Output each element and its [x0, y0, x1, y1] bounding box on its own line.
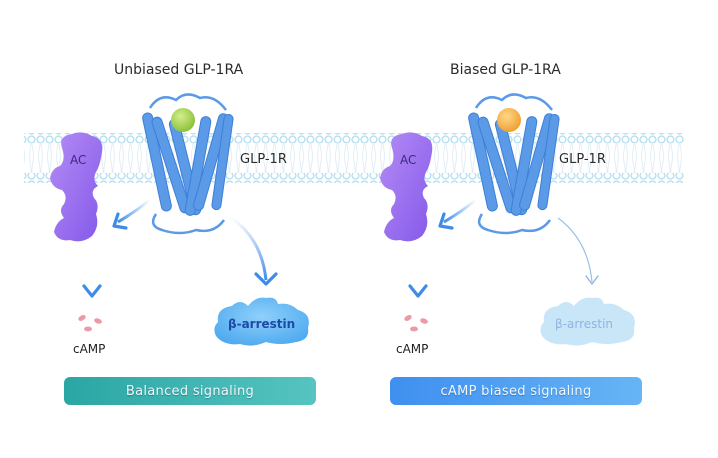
panel-title-biased: Biased GLP-1RA	[450, 62, 561, 78]
activation-arrow-ac	[443, 198, 477, 224]
arrowhead-arrestin	[585, 275, 599, 286]
unbiased-ligand	[171, 108, 195, 132]
camp-molecules	[404, 315, 428, 332]
panel-title-unbiased: Unbiased GLP-1RA	[114, 62, 244, 78]
ac-label: AC	[400, 153, 417, 167]
receptor-label: GLP-1R	[559, 152, 606, 167]
arrowhead-ac	[112, 212, 128, 230]
arrowhead-camp	[82, 284, 102, 298]
beta-arrestin-shape	[214, 297, 309, 346]
camp-biased-signaling-banner: cAMP biased signaling	[390, 377, 642, 405]
weak-arrow-to-arrestin	[557, 217, 593, 283]
glp1r-receptor	[142, 93, 234, 235]
adenylyl-cyclase-shape	[380, 132, 433, 242]
camp-label: cAMP	[396, 342, 429, 356]
beta-arrestin-shape-faded	[540, 297, 635, 346]
arrowhead-ac	[438, 212, 454, 230]
adenylyl-cyclase-shape	[50, 132, 103, 242]
camp-molecules	[78, 315, 102, 332]
activation-arrow-ac	[117, 198, 151, 224]
beta-arrestin-label-faded: β-arrestin	[555, 317, 614, 331]
arrowhead-camp	[408, 284, 428, 298]
biased-ligand	[497, 108, 521, 132]
cell-membrane	[24, 133, 684, 183]
glp1r-receptor	[468, 93, 560, 235]
ac-label: AC	[70, 153, 87, 167]
camp-label: cAMP	[73, 342, 106, 356]
receptor-label: GLP-1R	[240, 152, 287, 167]
arrow-to-arrestin	[231, 216, 268, 281]
arrowhead-arrestin	[254, 272, 278, 286]
panel-biased	[380, 93, 635, 346]
beta-arrestin-label: β-arrestin	[228, 317, 296, 331]
panel-unbiased	[50, 93, 309, 346]
balanced-signaling-banner: Balanced signaling	[64, 377, 316, 405]
